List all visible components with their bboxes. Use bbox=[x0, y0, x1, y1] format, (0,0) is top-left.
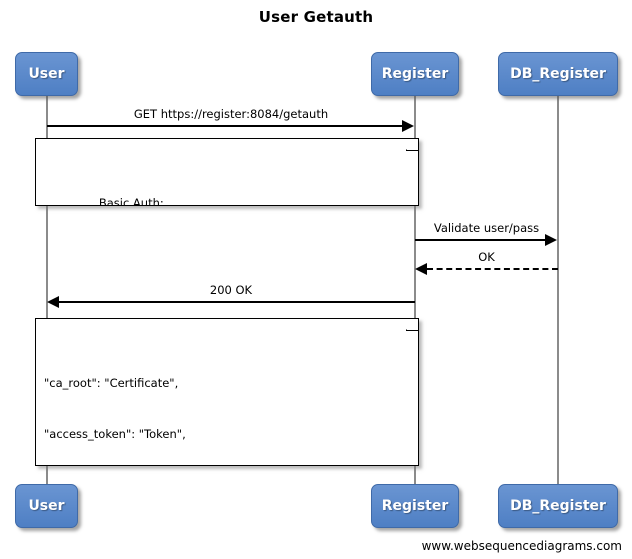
actor-label-register-top: Register bbox=[381, 66, 449, 82]
note-response-line-1: "ca_root": "Certificate", bbox=[44, 376, 179, 390]
footer-watermark: www.websequencediagrams.com bbox=[421, 539, 622, 553]
lifeline-user bbox=[46, 95, 48, 495]
note-response-payload: "ca_root": "Certificate", "access_token"… bbox=[35, 318, 419, 466]
actor-label-user-bottom: User bbox=[28, 498, 65, 514]
message-label-ok: OK bbox=[478, 250, 495, 264]
note-fold-corner-icon bbox=[406, 319, 418, 331]
message-arrowhead-get-getauth bbox=[402, 120, 414, 132]
actor-label-db-register-bottom: DB_Register bbox=[510, 498, 606, 514]
message-line-validate-user-pass bbox=[415, 239, 546, 241]
message-line-ok bbox=[427, 268, 558, 270]
message-line-get-getauth bbox=[47, 125, 403, 127]
message-label-get-getauth: GET https://register:8084/getauth bbox=[133, 107, 329, 121]
actor-label-register-bottom: Register bbox=[381, 498, 449, 514]
actor-box-user-top[interactable]: User bbox=[15, 52, 78, 96]
note-response-line-2: "access_token": "Token", bbox=[44, 427, 186, 441]
actor-box-db-register-top[interactable]: DB_Register bbox=[498, 52, 618, 96]
message-line-200-ok bbox=[59, 301, 415, 303]
actor-box-db-register-bottom[interactable]: DB_Register bbox=[498, 484, 618, 528]
actor-label-user-top: User bbox=[28, 66, 65, 82]
page-title: User Getauth bbox=[258, 8, 374, 26]
actor-box-user-bottom[interactable]: User bbox=[15, 484, 78, 528]
note-basic-auth-line-1: Basic Auth: bbox=[44, 196, 164, 206]
message-label-200-ok: 200 OK bbox=[209, 283, 253, 297]
message-arrowhead-ok bbox=[415, 263, 427, 275]
note-fold-corner-icon bbox=[406, 139, 418, 151]
message-arrowhead-validate-user-pass bbox=[545, 234, 557, 246]
actor-box-register-bottom[interactable]: Register bbox=[371, 484, 459, 528]
actor-box-register-top[interactable]: Register bbox=[371, 52, 459, 96]
message-arrowhead-200-ok bbox=[47, 296, 59, 308]
message-label-validate-user-pass: Validate user/pass bbox=[433, 221, 540, 235]
note-basic-auth: Basic Auth: "username": "customuser", "p… bbox=[35, 138, 419, 206]
actor-label-db-register-top: DB_Register bbox=[510, 66, 606, 82]
lifeline-register bbox=[414, 95, 416, 495]
lifeline-db-register bbox=[557, 95, 559, 495]
